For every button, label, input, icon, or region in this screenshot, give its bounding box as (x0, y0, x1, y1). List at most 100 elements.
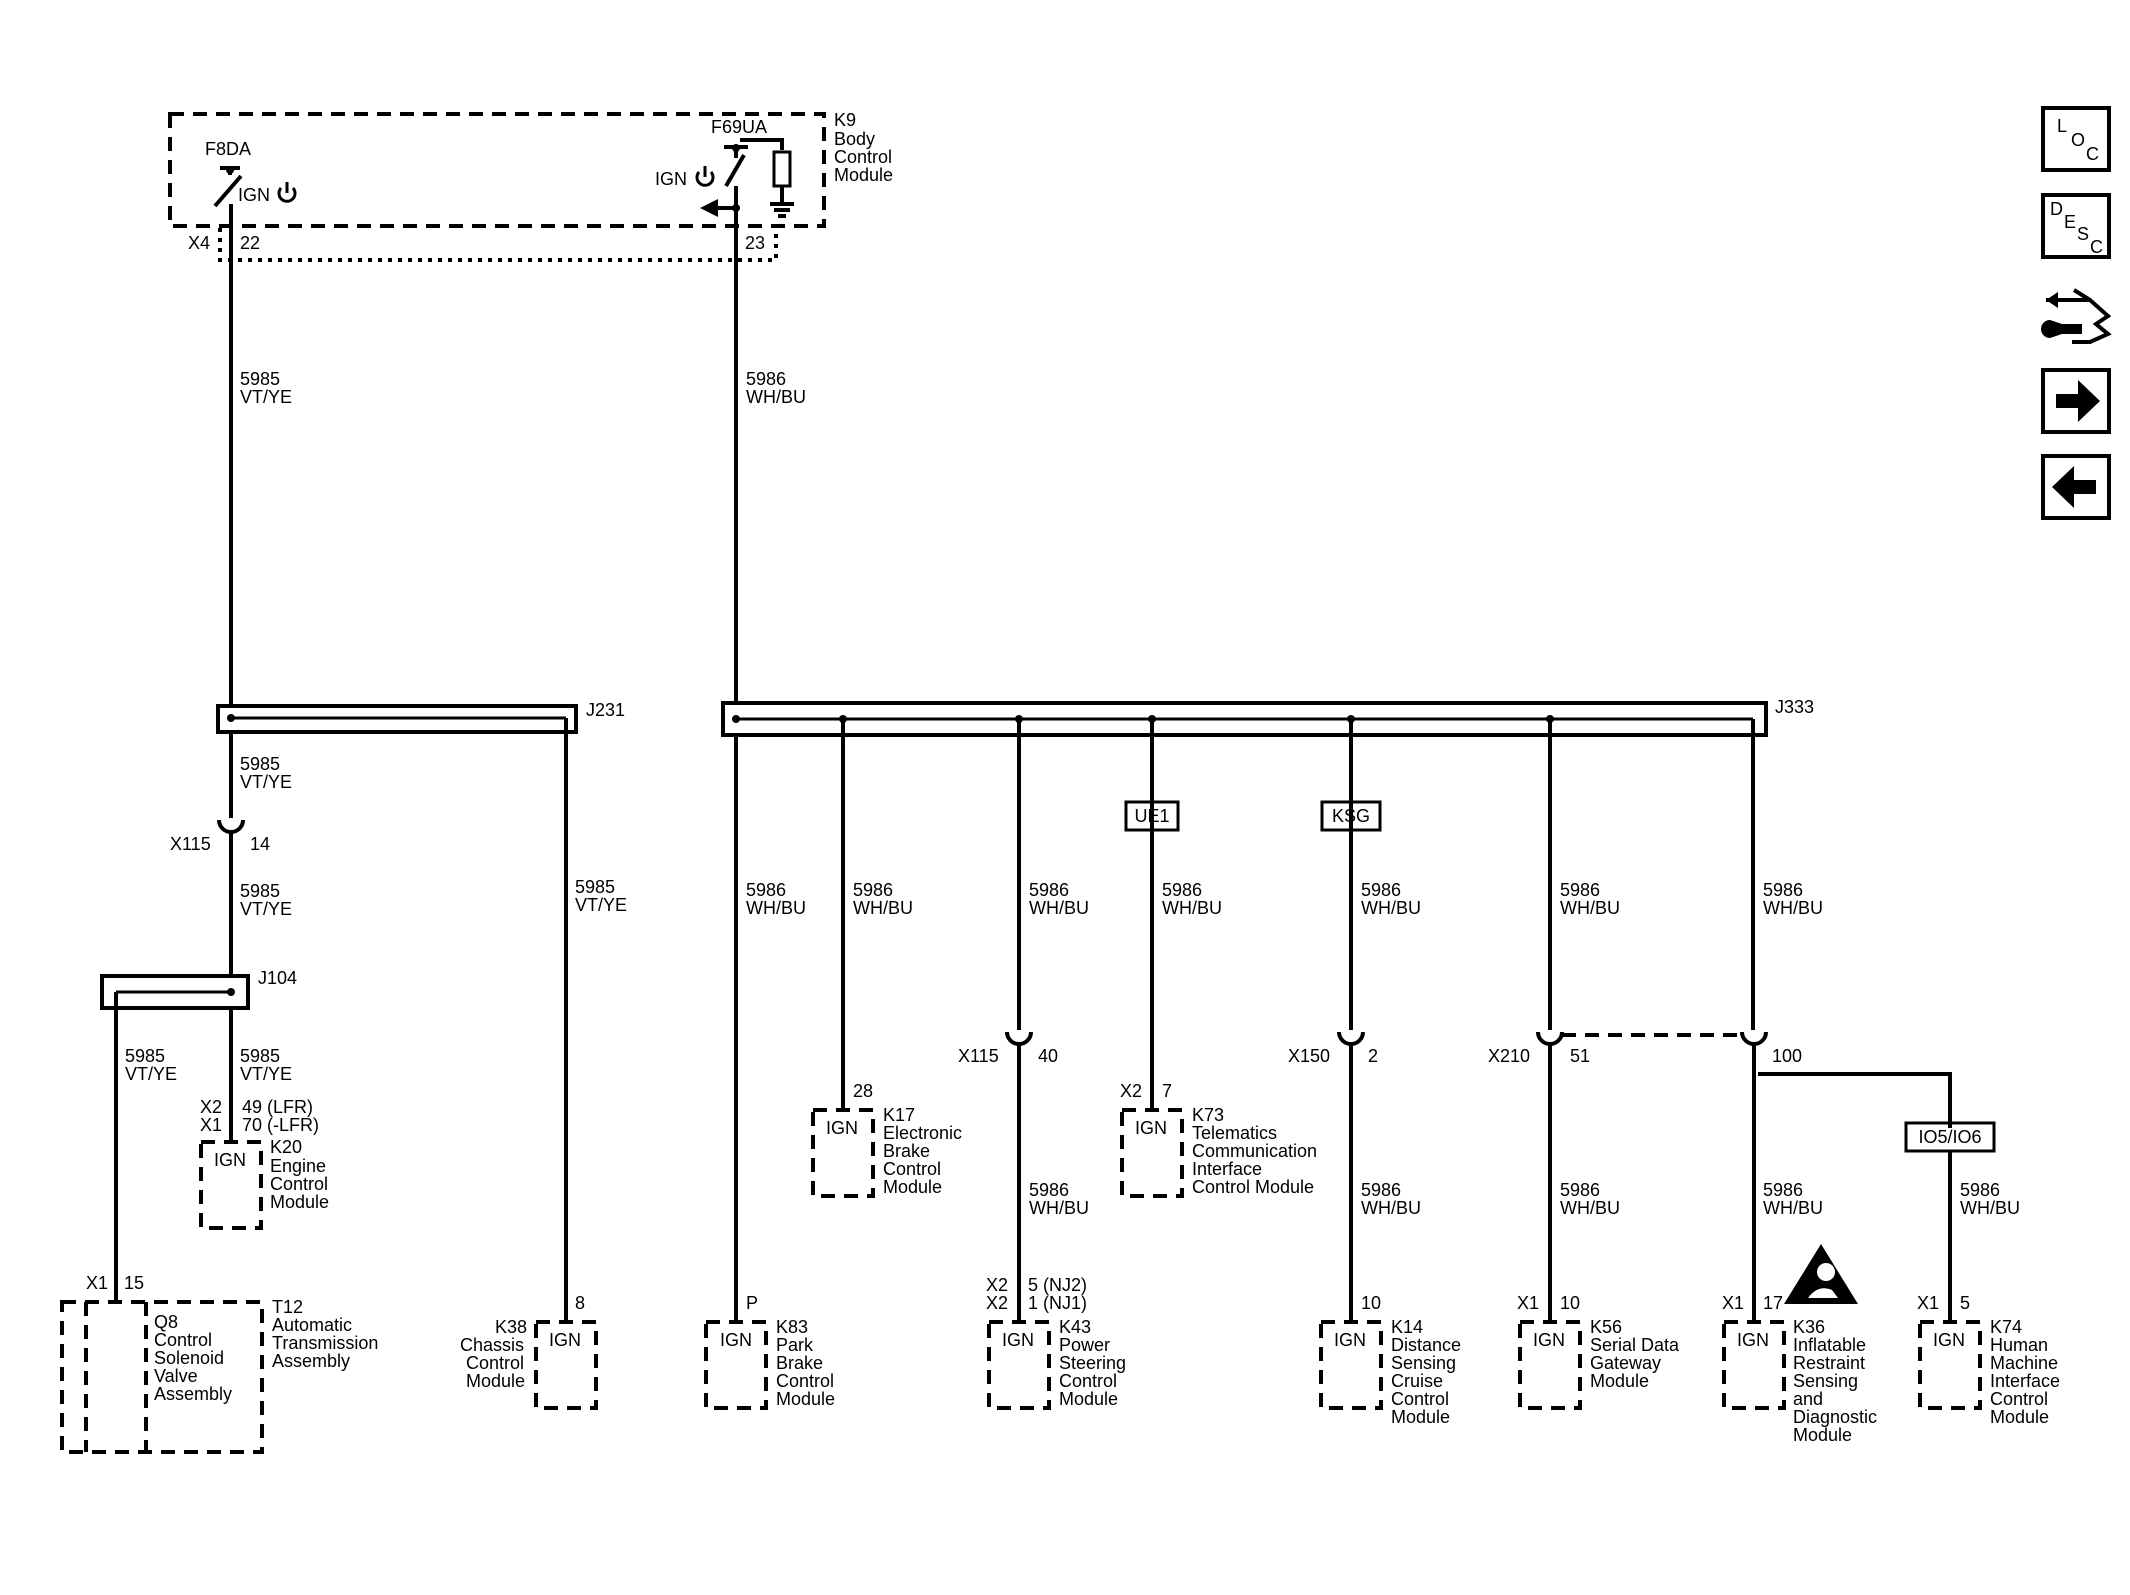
svg-text:Control: Control (883, 1159, 941, 1179)
k73-telematics-communication-interface-control-module[interactable]: X2 7 IGN K73 Telematics Communication In… (1120, 1081, 1317, 1198)
splice-pack-j333[interactable]: J333 (721, 697, 1814, 737)
svg-text:Module: Module (1793, 1425, 1852, 1445)
k74-human-machine-interface-control-module[interactable]: X1 5 IGN K74 Human Machine Interface Con… (1917, 1293, 2060, 1427)
svg-text:Module: Module (883, 1177, 942, 1197)
svg-text:5986: 5986 (1763, 1180, 1803, 1200)
svg-text:Control: Control (466, 1353, 524, 1373)
k17-electronic-brake-control-module[interactable]: 28 IGN K17 Electronic Brake Control Modu… (811, 1081, 962, 1198)
k36-inflatable-restraint-sensing-diagnostic-module[interactable]: X1 17 IGN K36 Inflatable Restraint Sensi… (1722, 1244, 1877, 1445)
svg-text:WH/BU: WH/BU (1763, 1198, 1823, 1218)
k38-chassis-control-module[interactable]: 8 IGN K38 Chassis Control Module (460, 1293, 598, 1410)
svg-text:Interface: Interface (1192, 1159, 1262, 1179)
svg-text:Cruise: Cruise (1391, 1371, 1443, 1391)
desc-button[interactable]: D E S C (2041, 193, 2111, 259)
svg-text:IGN: IGN (1933, 1330, 1965, 1350)
svg-text:Inflatable: Inflatable (1793, 1335, 1866, 1355)
svg-text:Brake: Brake (776, 1353, 823, 1373)
splice-pack-j231[interactable]: J231 (216, 700, 625, 734)
svg-text:K14: K14 (1391, 1317, 1423, 1337)
svg-text:X2: X2 (1120, 1081, 1142, 1101)
svg-text:VT/YE: VT/YE (240, 899, 292, 919)
svg-text:Module: Module (1990, 1407, 2049, 1427)
t12-automatic-transmission-assembly[interactable]: X1 15 Q8 Control Solenoid Valve Assembly… (60, 1273, 378, 1454)
svg-text:IGN: IGN (826, 1118, 858, 1138)
svg-text:Gateway: Gateway (1590, 1353, 1661, 1373)
svg-text:Control: Control (1391, 1389, 1449, 1409)
svg-text:IGN: IGN (1737, 1330, 1769, 1350)
svg-text:Engine: Engine (270, 1156, 326, 1176)
svg-text:Q8: Q8 (154, 1312, 178, 1332)
svg-text:5985: 5985 (125, 1046, 165, 1066)
svg-text:Machine: Machine (1990, 1353, 2058, 1373)
svg-text:5986: 5986 (1960, 1180, 2000, 1200)
svg-text:KSG: KSG (1332, 806, 1370, 826)
svg-text:VT/YE: VT/YE (125, 1064, 177, 1084)
svg-text:X2: X2 (986, 1293, 1008, 1313)
svg-text:5986: 5986 (746, 369, 786, 389)
svg-text:Steering: Steering (1059, 1353, 1126, 1373)
svg-text:WH/BU: WH/BU (1361, 1198, 1421, 1218)
svg-text:5986: 5986 (746, 880, 786, 900)
svg-text:Module: Module (1590, 1371, 1649, 1391)
k14-distance-sensing-cruise-control-module[interactable]: 10 IGN K14 Distance Sensing Cruise Contr… (1319, 1293, 1461, 1427)
svg-text:Assembly: Assembly (154, 1384, 232, 1404)
svg-text:K73: K73 (1192, 1105, 1224, 1125)
k83-park-brake-control-module[interactable]: P IGN K83 Park Brake Control Module (704, 1293, 835, 1410)
svg-text:Telematics: Telematics (1192, 1123, 1277, 1143)
svg-text:Module: Module (834, 165, 893, 185)
svg-text:5985: 5985 (240, 1046, 280, 1066)
svg-text:WH/BU: WH/BU (1763, 898, 1823, 918)
svg-text:VT/YE: VT/YE (575, 895, 627, 915)
svg-text:K56: K56 (1590, 1317, 1622, 1337)
splice-pack-j104[interactable]: J104 (100, 968, 297, 1010)
svg-text:Assembly: Assembly (272, 1351, 350, 1371)
svg-text:5985: 5985 (240, 881, 280, 901)
svg-text:10: 10 (1560, 1293, 1580, 1313)
svg-text:Communication: Communication (1192, 1141, 1317, 1161)
power-icon (277, 182, 297, 203)
svg-text:5 (NJ2): 5 (NJ2) (1028, 1275, 1087, 1295)
svg-text:7: 7 (1162, 1081, 1172, 1101)
fuse-f8da-label: F8DA (205, 139, 251, 159)
svg-text:Body: Body (834, 129, 875, 149)
svg-text:K83: K83 (776, 1317, 808, 1337)
svg-text:Restraint: Restraint (1793, 1353, 1865, 1373)
svg-text:IGN: IGN (214, 1150, 246, 1170)
svg-text:X1: X1 (200, 1115, 222, 1135)
k43-power-steering-control-module[interactable]: X2 5 (NJ2) X2 1 (NJ1) IGN K43 Power Stee… (986, 1275, 1126, 1410)
svg-text:Chassis: Chassis (460, 1335, 524, 1355)
svg-text:Valve: Valve (154, 1366, 198, 1386)
k56-serial-data-gateway-module[interactable]: X1 10 IGN K56 Serial Data Gateway Module (1517, 1293, 1680, 1410)
svg-text:WH/BU: WH/BU (1560, 1198, 1620, 1218)
k20-engine-control-module[interactable]: X2 49 (LFR) X1 70 (-LFR) IGN K20 Engine … (199, 1097, 329, 1230)
svg-text:2: 2 (1368, 1046, 1378, 1066)
svg-text:X2: X2 (200, 1097, 222, 1117)
svg-text:5986: 5986 (853, 880, 893, 900)
svg-text:WH/BU: WH/BU (1162, 898, 1222, 918)
svg-text:51: 51 (1570, 1046, 1590, 1066)
svg-text:15: 15 (124, 1273, 144, 1293)
svg-text:J231: J231 (586, 700, 625, 720)
svg-text:C: C (2086, 144, 2099, 164)
arrow-right-icon[interactable] (2041, 368, 2111, 434)
svg-text:T12: T12 (272, 1297, 303, 1317)
svg-text:L: L (2057, 116, 2067, 136)
svg-text:40: 40 (1038, 1046, 1058, 1066)
svg-text:D: D (2050, 199, 2063, 219)
svg-text:P: P (746, 1293, 758, 1313)
svg-text:14: 14 (250, 834, 270, 854)
svg-text:X115: X115 (958, 1046, 999, 1066)
svg-text:5986: 5986 (1029, 880, 1069, 900)
svg-text:5985: 5985 (240, 369, 280, 389)
harness-wrench-icon[interactable] (2041, 288, 2112, 344)
svg-text:5986: 5986 (1361, 1180, 1401, 1200)
svg-text:Control: Control (776, 1371, 834, 1391)
arrow-left-icon[interactable] (2041, 454, 2111, 520)
loc-button[interactable]: L O C (2041, 106, 2111, 172)
option-ksg: KSG (1320, 800, 1382, 832)
svg-text:IGN: IGN (655, 169, 687, 189)
svg-text:C: C (2090, 237, 2103, 257)
option-ue1: UE1 (1124, 800, 1180, 832)
k9-body-control-module[interactable]: K9 Body Control Module F8DA IGN F69UA IG… (168, 110, 893, 262)
